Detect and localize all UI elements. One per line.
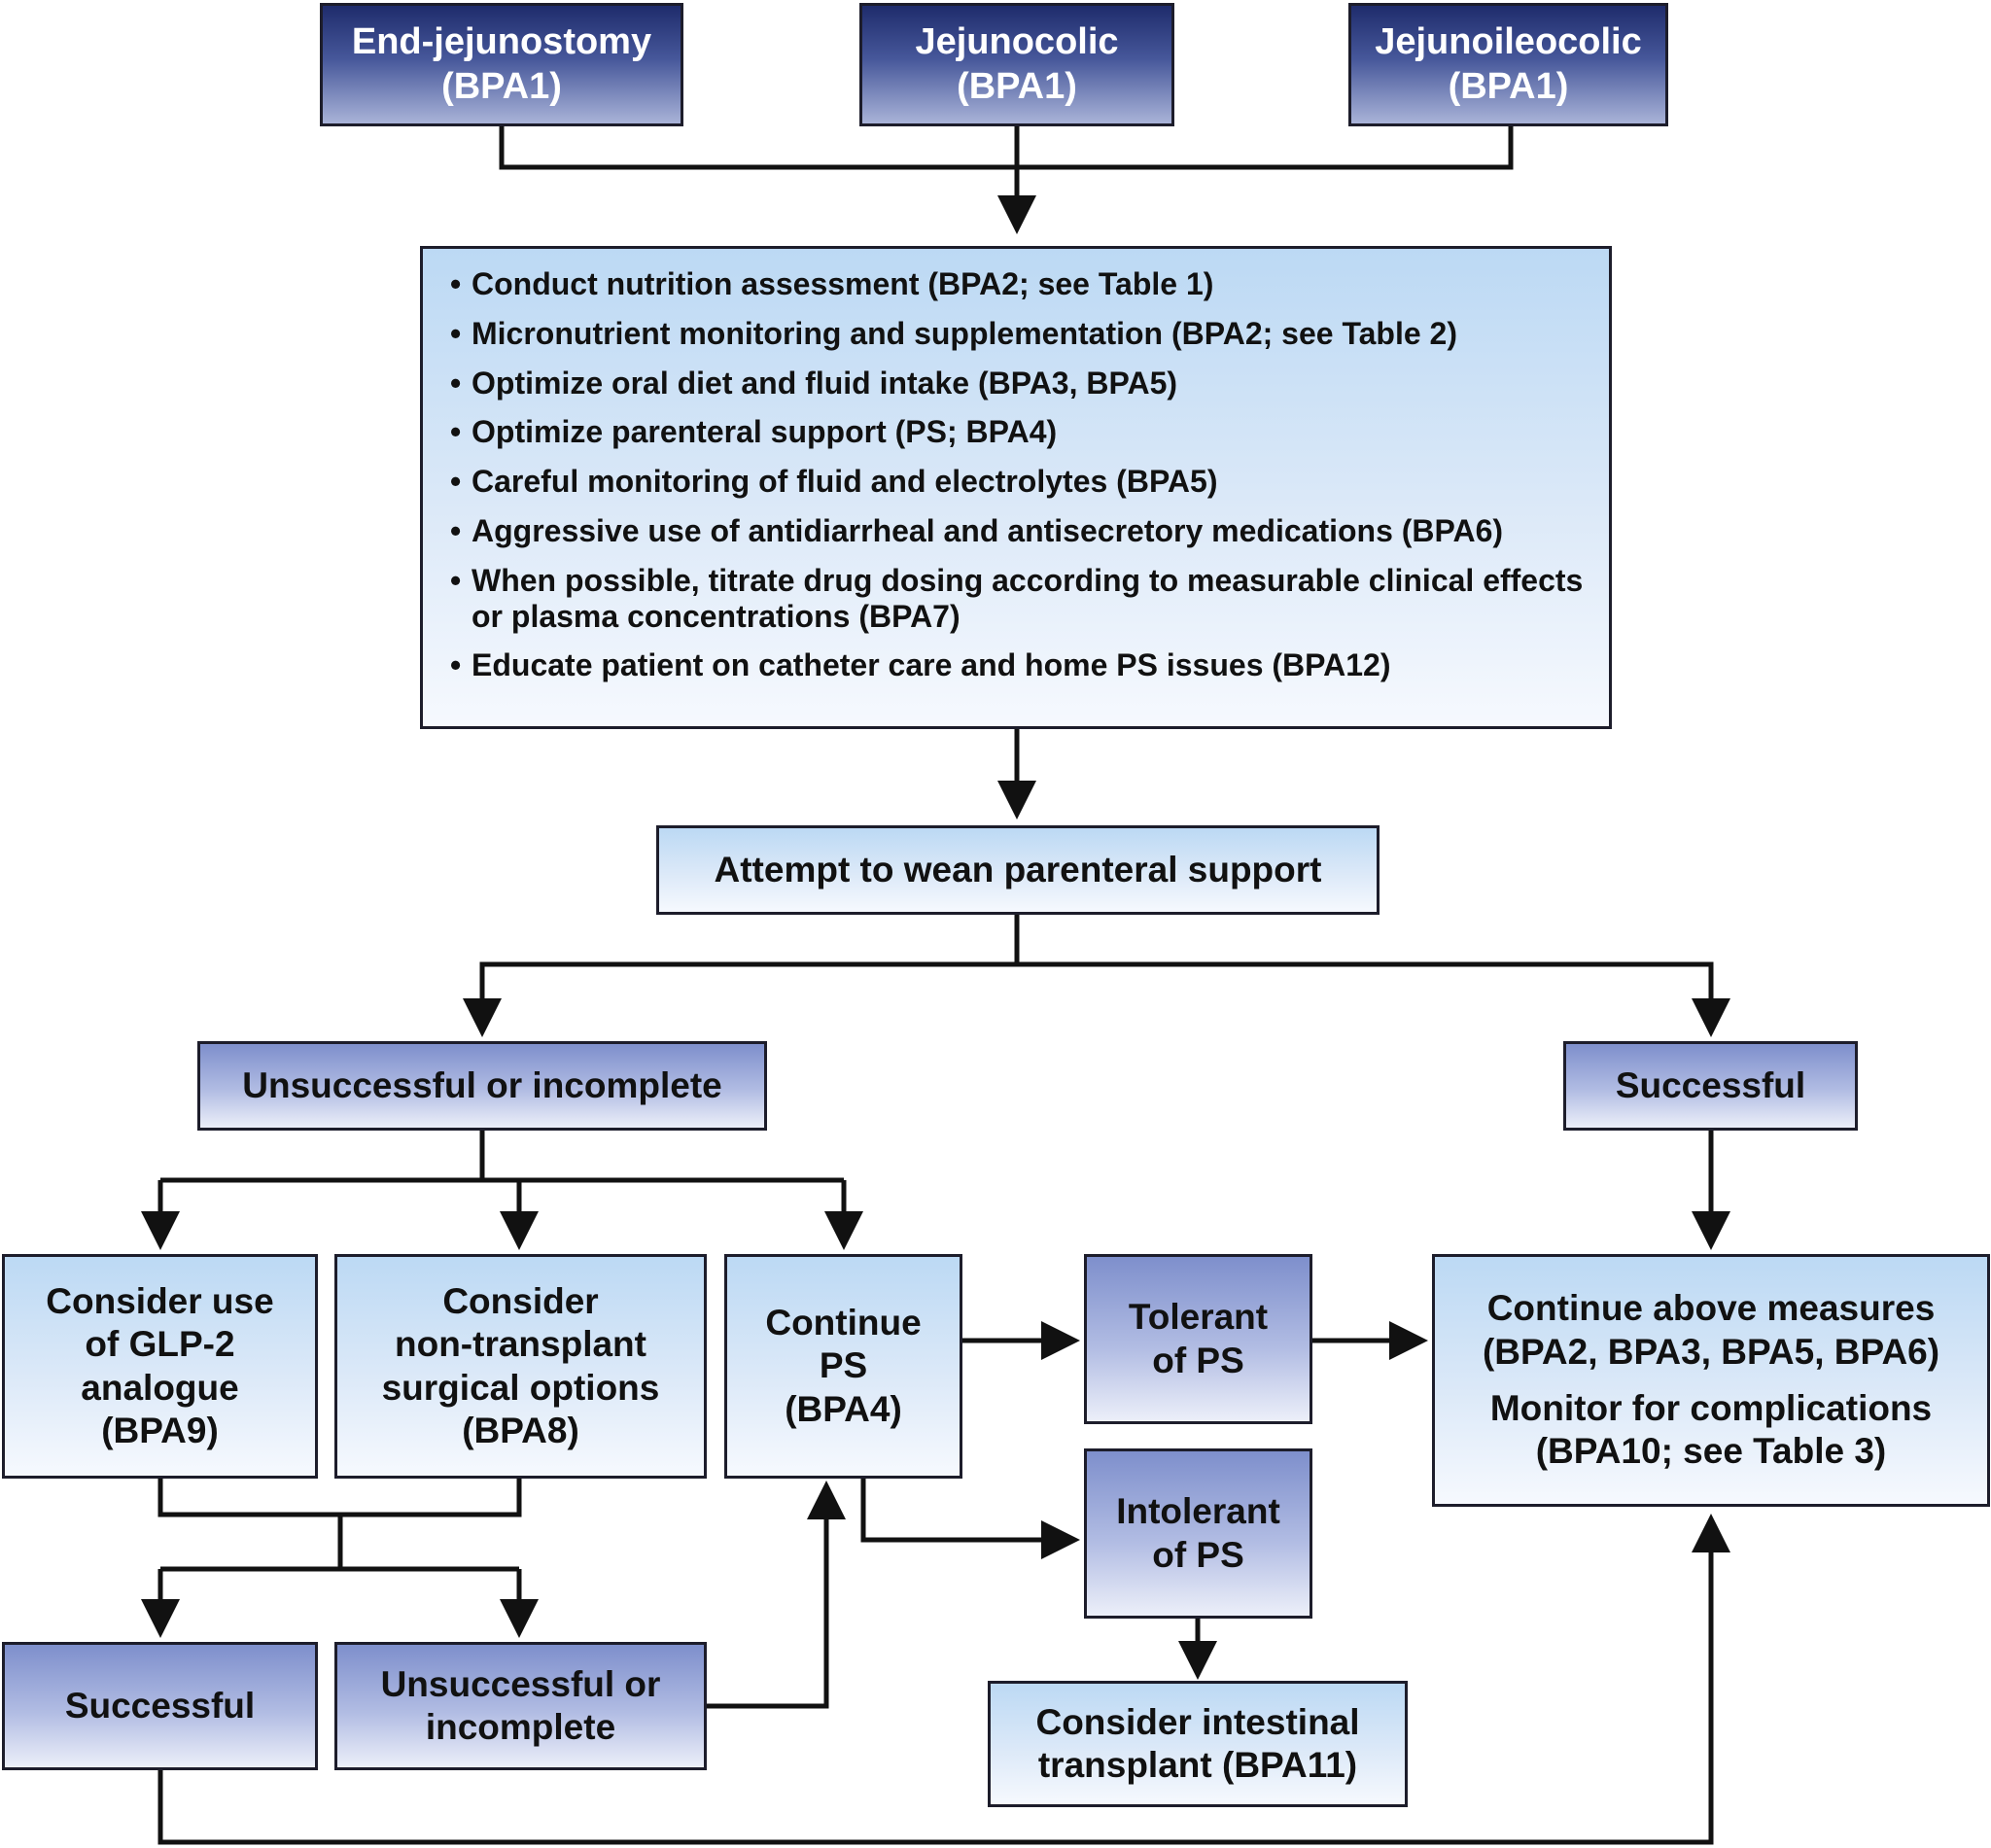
arrow-continue-ps-to-intolerant: [860, 1477, 1080, 1559]
measure-item: Aggressive use of antidiarrheal and anti…: [450, 513, 1584, 549]
connector-top-merge: [499, 124, 1514, 170]
unsuccessful-incomplete-box: Unsuccessful or incomplete: [197, 1041, 767, 1131]
intestinal-transplant-box: Consider intestinal transplant (BPA11): [988, 1681, 1408, 1807]
jejunocolic-box: Jejunocolic (BPA1): [859, 3, 1174, 126]
arrow-to-successful-top: [1017, 961, 1730, 1037]
intolerant-of-ps-box: Intolerant of PS: [1084, 1448, 1312, 1619]
measure-item: Optimize parenteral support (PS; BPA4): [450, 414, 1584, 450]
arrow-to-unsuccessful-top: [463, 961, 1017, 1037]
unsuccessful-bottom-box: Unsuccessful or incomplete: [334, 1642, 707, 1770]
tolerant-of-ps-box: Tolerant of PS: [1084, 1254, 1312, 1424]
successful-box: Successful: [1563, 1041, 1858, 1131]
measure-item: Optimize oral diet and fluid intake (BPA…: [450, 366, 1584, 401]
attempt-wean-box: Attempt to wean parenteral support: [656, 825, 1380, 915]
measures-list: Conduct nutrition assessment (BPA2; see …: [450, 266, 1584, 683]
connector-options-merge: [157, 1477, 522, 1572]
management-measures-box: Conduct nutrition assessment (BPA2; see …: [420, 246, 1612, 729]
connector-unsuccessful-split: [160, 1130, 844, 1183]
measure-item: Micronutrient monitoring and supplementa…: [450, 316, 1584, 352]
glp2-analogue-box: Consider use of GLP-2 analogue (BPA9): [2, 1254, 318, 1479]
continue-measures-box: Continue above measures (BPA2, BPA3, BPA…: [1432, 1254, 1990, 1507]
measure-item: Conduct nutrition assessment (BPA2; see …: [450, 266, 1584, 302]
arrow-unsuccessful-bottom-to-continue-ps: [707, 1481, 846, 1709]
end-jejunostomy-box: End-jejunostomy (BPA1): [320, 3, 683, 126]
arrow-successful-bottom-to-continue-measures: [157, 1514, 1730, 1845]
successful-bottom-box: Successful: [2, 1642, 318, 1770]
measure-item: When possible, titrate drug dosing accor…: [450, 563, 1584, 635]
jejunoileocolic-box: Jejunoileocolic (BPA1): [1348, 3, 1668, 126]
continue-ps-box: Continue PS (BPA4): [724, 1254, 962, 1479]
measure-item: Careful monitoring of fluid and electrol…: [450, 464, 1584, 500]
surgical-options-box: Consider non-transplant surgical options…: [334, 1254, 707, 1479]
measure-item: Educate patient on catheter care and hom…: [450, 647, 1584, 683]
